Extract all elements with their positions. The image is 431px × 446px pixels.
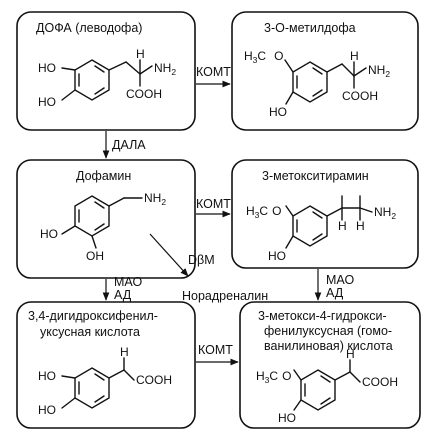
hva-title-line1: 3-метокси-4-гидрокси- [258,309,387,323]
dopamine-oh: OH [86,249,104,263]
dopamine-nh2: NH2 [144,191,166,207]
hva-ring [293,359,361,411]
methyldopa-h: H [350,49,359,63]
methoxytyramine-nh2: NH2 [374,205,396,221]
dopac-frame [16,301,196,429]
methyldopa-title: 3-О-метилдофа [264,21,356,35]
methyldopa-ring [284,59,367,105]
methoxytyramine-frame [231,159,419,269]
dopa-ho2: HO [38,95,56,109]
label-noradrenaline: Норадреналин [182,289,268,303]
dopac-ho2: HO [38,403,56,417]
methyldopa-frame [231,11,419,131]
dopac-title-line2: уксусная кислота [40,325,140,339]
label-dala: ДАЛА [112,138,146,152]
methoxytyramine-ring [285,195,373,249]
methoxytyramine-title: 3-метокситирамин [262,169,369,183]
dopac-h: H [120,345,129,359]
dopa-box: ДОФА (леводофа) HO HO H NH2 COOH [16,11,196,131]
label-komt-top: КОМТ [196,65,231,79]
label-ad-right: АД [326,286,344,300]
dopa-ring [61,59,153,101]
dopa-ho1: HO [38,61,56,75]
methyldopa-ho: HO [269,105,287,119]
dopamine-box: Дофамин NH2 HO OH [16,159,196,279]
hva-h: H [346,347,355,361]
dopamine-ho: HO [40,227,58,241]
dopamine-title: Дофамин [76,169,131,183]
hva-title-line3: ванилиновая) кислота [264,339,393,353]
hva-ho: HO [278,411,296,425]
label-komt-bottom: КОМТ [198,343,233,357]
methoxytyramine-h2: H [356,219,365,233]
dopamine-frame [16,159,196,279]
dopac-ring [61,357,135,409]
arrow-dbm [149,233,189,277]
dopa-cooh: COOH [126,87,162,101]
dopac-box: 3,4-дигидроксифенил- уксусная кислота HO… [16,301,196,429]
dopa-frame [16,11,196,131]
hva-title-line2: фенилуксусная (гомо- [264,324,392,338]
hva-frame [239,301,421,429]
dopa-nh2: NH2 [154,61,176,77]
dopac-title-line1: 3,4-дигидроксифенил- [28,309,158,323]
dopamine-ring [61,195,143,249]
hva-box: 3-метокси-4-гидрокси- фенилуксусная (гом… [239,301,421,429]
dopa-title: ДОФА (леводофа) [36,21,142,35]
dopac-cooh: COOH [136,373,172,387]
methoxytyramine-ho: HO [268,249,286,263]
dopac-ho1: HO [38,369,56,383]
label-dbm: DβM [188,253,215,267]
label-komt-mid: КОМТ [196,197,231,211]
methyldopa-nh2: NH2 [368,63,390,79]
label-ad-left: АД [114,288,132,302]
label-mao-right: МАО [326,273,354,287]
dopa-h: H [136,47,145,61]
label-mao-left: МАО [114,275,142,289]
methoxytyramine-h1: H [338,219,347,233]
methyldopa-cooh: COOH [342,89,378,103]
hva-cooh: COOH [362,375,398,389]
